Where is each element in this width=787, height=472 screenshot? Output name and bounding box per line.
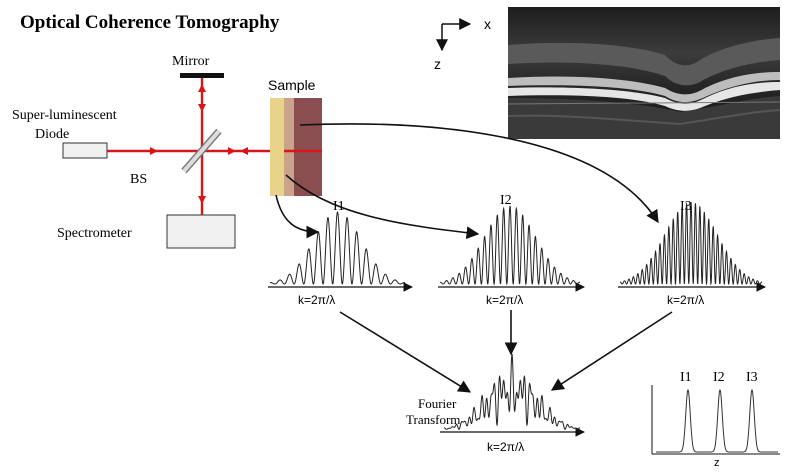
x-axis-label: x [484, 16, 491, 32]
interferogram-i1-label: I1 [333, 199, 345, 214]
combined-interferogram [443, 353, 581, 430]
interferogram-i1 [269, 211, 406, 285]
depth-peaks [656, 389, 778, 453]
z-axis-label: z [434, 56, 441, 72]
depth-axis-label: z [714, 457, 720, 469]
peak-i1-label: I1 [680, 370, 692, 385]
k-axis-label-2: k=2π/λ [486, 293, 524, 307]
fourier-label-line2: Transform [406, 412, 461, 427]
source-label-line2: Diode [35, 127, 70, 142]
peak-i3-label: I3 [746, 370, 758, 385]
interferogram-i2 [439, 205, 581, 286]
source-label-line1: Super-luminescent [12, 108, 117, 123]
k-axis-label-3: k=2π/λ [667, 293, 705, 307]
sample-layers [270, 98, 322, 196]
peak-i2-label: I2 [713, 370, 725, 385]
page-title: Optical Coherence Tomography [20, 12, 280, 33]
beam-splitter-label: BS [130, 172, 148, 187]
k-axis-label-1: k=2π/λ [298, 293, 336, 307]
xz-axis-indicator [436, 18, 472, 52]
fourier-label-line1: Fourier [418, 396, 457, 411]
mirror-label: Mirror [172, 54, 210, 69]
spectrometer-label: Spectrometer [57, 226, 132, 241]
retina-oct-image [507, 7, 781, 139]
interferogram-i3 [619, 201, 763, 286]
interferogram-i2-label: I2 [500, 193, 512, 208]
sample-label: Sample [268, 77, 316, 93]
reflection-arrows [275, 123, 673, 393]
spectrometer-box [166, 214, 236, 249]
fourier-plot [651, 385, 780, 455]
interferogram-axes [268, 282, 766, 437]
k-axis-label-combined: k=2π/λ [487, 440, 525, 454]
interferogram-i3-label: I3 [680, 199, 692, 214]
beam-splitter [181, 128, 222, 174]
sld-source [62, 142, 108, 159]
mirror [180, 73, 224, 78]
